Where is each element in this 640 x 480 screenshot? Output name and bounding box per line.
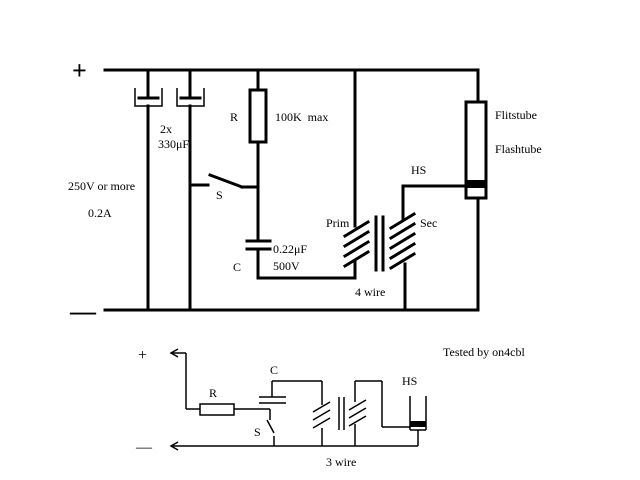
supply-voltage: 250V or more	[68, 179, 135, 193]
alt-plus-sign: +	[138, 347, 147, 364]
hs-label: HS	[411, 163, 426, 177]
trigger-cap-voltage: 500V	[273, 259, 300, 273]
alt-minus-sign: —	[135, 439, 153, 456]
wire-note: 4 wire	[355, 285, 385, 299]
flash-tube	[464, 68, 488, 312]
trigger-capacitor	[245, 239, 357, 280]
switch-label: S	[216, 188, 223, 202]
alt-wire-note: 3 wire	[326, 455, 356, 469]
resistor-label: R	[230, 110, 238, 124]
alt-capacitor-label: C	[270, 363, 278, 377]
minus-sign: —	[69, 297, 97, 326]
capacitors-count: 2x	[160, 122, 172, 136]
tube-label-en: Flashtube	[495, 142, 542, 156]
tube-label-nl: Flitstube	[495, 108, 537, 122]
alt-circuit: + — R C S HS 3 wire	[135, 347, 427, 469]
main-circuit: + — R 100K max 2x 330μF 250V or more 0.2…	[68, 56, 542, 326]
alt-transformer	[312, 380, 410, 446]
alt-resistor	[199, 403, 235, 416]
storage-capacitors	[134, 68, 205, 312]
plus-sign: +	[72, 56, 87, 85]
alt-switch-label: S	[254, 425, 261, 439]
switch-s	[188, 173, 244, 189]
credit-text: Tested by on4cbl	[443, 345, 525, 359]
trigger-transformer	[342, 68, 467, 312]
alt-resistor-label: R	[209, 386, 217, 400]
alt-capacitor	[259, 380, 322, 404]
secondary-label: Sec	[420, 216, 437, 230]
supply-current: 0.2A	[88, 206, 112, 220]
primary-label: Prim	[326, 216, 350, 230]
capacitors-value: 330μF	[158, 137, 189, 151]
trigger-cap-value: 0.22μF	[273, 242, 307, 256]
alt-switch	[266, 409, 275, 446]
alt-hs-label: HS	[402, 374, 417, 388]
trigger-cap-label: C	[233, 260, 241, 274]
resistor-value: 100K max	[275, 110, 328, 124]
resistor-r	[240, 68, 268, 243]
alt-flash-tube	[409, 396, 427, 446]
